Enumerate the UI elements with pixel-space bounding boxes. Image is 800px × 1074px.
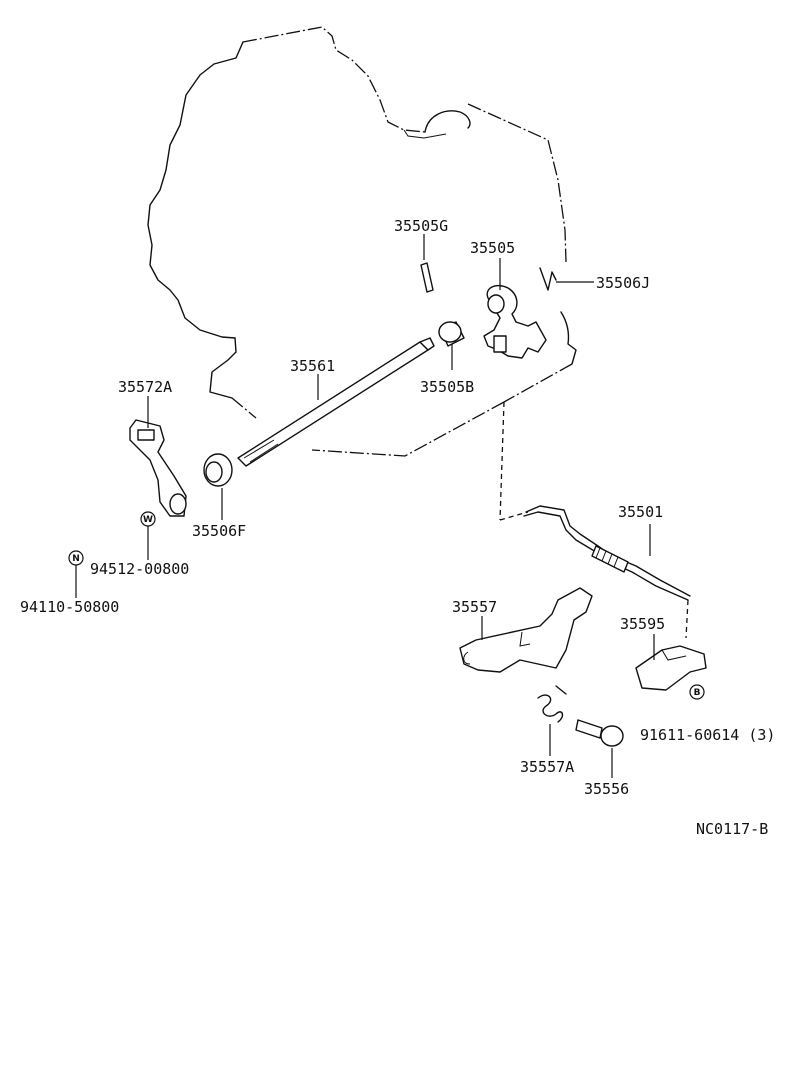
label-94110-50800: 94110-50800 — [20, 598, 119, 616]
diagram-code: NC0117-B — [696, 820, 768, 838]
shift-lever-35505 — [483, 258, 547, 359]
label-35595: 35595 — [620, 615, 665, 633]
bolt-symbol: B — [689, 684, 705, 700]
svg-text:N: N — [72, 554, 80, 564]
seal-35506F — [203, 453, 233, 520]
lever-35557 — [459, 587, 593, 673]
cable-35501 — [523, 505, 691, 601]
pin-35505G — [420, 234, 434, 293]
pin-35556 — [575, 719, 624, 778]
label-35505G: 35505G — [394, 217, 448, 235]
label-35557: 35557 — [452, 598, 497, 616]
label-35506F: 35506F — [192, 522, 246, 540]
label-35506J: 35506J — [596, 274, 650, 292]
label-35505: 35505 — [470, 239, 515, 257]
label-94512-00800: 94512-00800 — [90, 560, 189, 578]
nut-symbol: N — [68, 550, 84, 598]
label-35501: 35501 — [618, 503, 663, 521]
bracket-35572A — [129, 396, 187, 517]
bracket-35595 — [635, 634, 707, 691]
label-35505B: 35505B — [420, 378, 474, 396]
transaxle-housing-outline — [147, 26, 689, 639]
svg-text:B: B — [694, 688, 701, 698]
bushing-35505B — [438, 321, 465, 370]
clip-35506J — [539, 267, 594, 291]
label-35572A: 35572A — [118, 378, 172, 396]
svg-text:W: W — [143, 515, 153, 525]
label-35561: 35561 — [290, 357, 335, 375]
label-35556: 35556 — [584, 780, 629, 798]
spring-35557A — [537, 685, 567, 756]
washer-symbol: W — [140, 511, 156, 560]
label-91611-60614: 91611-60614 (3) — [640, 726, 775, 744]
shaft-35561 — [237, 337, 435, 467]
label-35557A: 35557A — [520, 758, 574, 776]
